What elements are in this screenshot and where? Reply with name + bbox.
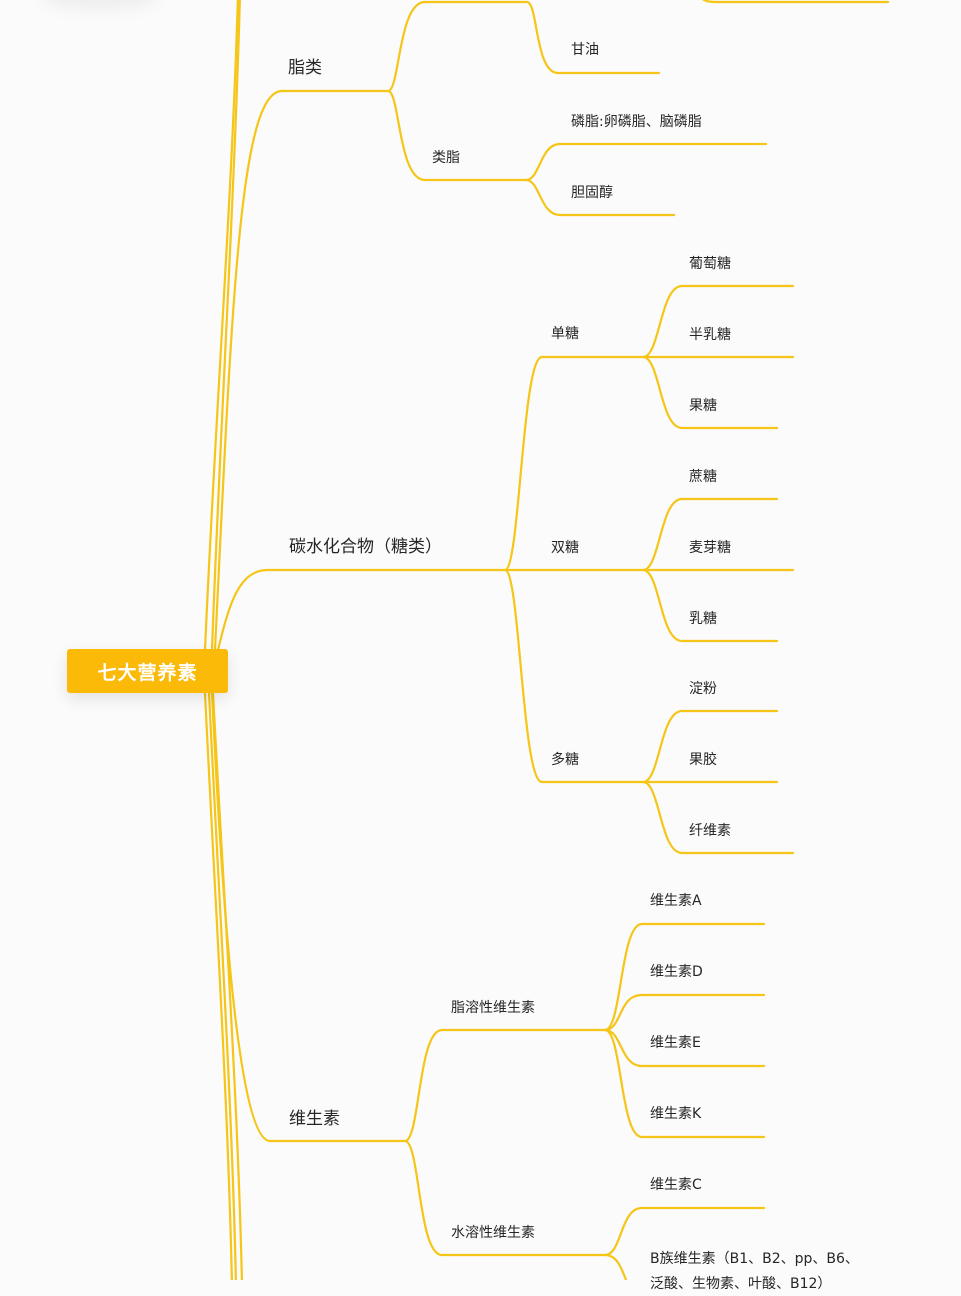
node-starch[interactable]: 淀粉 [689,681,717,698]
node-polysaccharide-label: 多糖 [551,752,579,768]
node-glycerol-label: 甘油 [571,42,599,58]
node-vitamin-k[interactable]: 维生素K [650,1106,701,1123]
node-vitamins[interactable]: 维生素 [289,1109,340,1129]
node-cholesterol-label: 胆固醇 [571,185,613,201]
node-vitamin-a[interactable]: 维生素A [650,893,702,910]
node-starch-label: 淀粉 [689,681,717,697]
link-root-carbs [218,570,505,650]
link-mono-fructose [643,357,777,428]
node-glucose-label: 葡萄糖 [689,256,731,272]
node-monosaccharide-label: 单糖 [551,326,579,342]
node-pectin-label: 果胶 [689,752,717,768]
node-carbs[interactable]: 碳水化合物（糖类） [289,537,442,557]
node-vitamin-b-group[interactable]: B族维生素（B1、B2、pp、B6、 泛酸、生物素、叶酸、B12） [650,1247,859,1296]
node-lactose[interactable]: 乳糖 [689,611,717,628]
node-water-soluble-vitamins-label: 水溶性维生素 [451,1225,535,1241]
link-mono-glucose [643,286,793,357]
link-root-vitamins [212,693,405,1141]
node-maltose-label: 麦芽糖 [689,540,731,556]
node-fructose-label: 果糖 [689,398,717,414]
link-carbs-poly [505,570,643,782]
node-vitamin-a-label: 维生素A [650,893,702,909]
link-fat-top [388,2,526,91]
link-offscreen-top-right [700,0,888,2]
node-lipoid-label: 类脂 [432,150,460,166]
node-disaccharide-label: 双糖 [551,540,579,556]
node-fat-soluble-vitamins-label: 脂溶性维生素 [451,1000,535,1016]
link-root-fat [215,91,388,650]
link-poly-cellulose [643,782,793,853]
node-polysaccharide[interactable]: 多糖 [551,752,579,769]
node-vitamin-c-label: 维生素C [650,1177,702,1193]
node-phospholipid[interactable]: 磷脂:卵磷脂、脑磷脂 [571,114,702,131]
root-node[interactable]: 七大营养素 [67,649,228,693]
link-di-sucrose [643,499,777,570]
link-vit-fatsol [405,1030,605,1141]
link-di-lactose [643,570,777,641]
link-fatsol-d [605,995,764,1030]
node-cellulose-label: 纤维素 [689,823,731,839]
node-vitamin-e-label: 维生素E [650,1035,701,1051]
node-vitamin-d[interactable]: 维生素D [650,964,703,981]
node-fat[interactable]: 脂类 [288,58,322,78]
node-vitamin-k-label: 维生素K [650,1106,701,1122]
node-disaccharide[interactable]: 双糖 [551,540,579,557]
node-glycerol[interactable]: 甘油 [571,42,599,59]
node-fat-label: 脂类 [288,58,322,78]
link-fat-glycerol [527,2,659,73]
node-pectin[interactable]: 果胶 [689,752,717,769]
node-sucrose-label: 蔗糖 [689,469,717,485]
node-lipoid[interactable]: 类脂 [432,150,460,167]
link-lipoid-phospholipid [526,144,766,180]
node-cholesterol[interactable]: 胆固醇 [571,185,613,202]
node-maltose[interactable]: 麦芽糖 [689,540,731,557]
node-lactose-label: 乳糖 [689,611,717,627]
node-vitamins-label: 维生素 [289,1109,340,1129]
node-cellulose[interactable]: 纤维素 [689,823,731,840]
link-watersol-b [605,1255,628,1280]
node-galactose[interactable]: 半乳糖 [689,327,731,344]
node-vitamin-b-group-line2: 泛酸、生物素、叶酸、B12） [650,1272,859,1296]
node-carbs-label: 碳水化合物（糖类） [289,537,442,557]
node-phospholipid-label: 磷脂:卵磷脂、脑磷脂 [571,114,702,130]
link-carbs-mono [505,357,643,570]
node-galactose-label: 半乳糖 [689,327,731,343]
node-sucrose[interactable]: 蔗糖 [689,469,717,486]
root-node-label: 七大营养素 [97,658,197,685]
node-fructose[interactable]: 果糖 [689,398,717,415]
node-vitamin-d-label: 维生素D [650,964,703,980]
link-poly-starch [643,711,777,782]
node-monosaccharide[interactable]: 单糖 [551,326,579,343]
node-glucose[interactable]: 葡萄糖 [689,256,731,273]
trunk-up-2 [212,0,240,650]
node-vitamin-b-group-line1: B族维生素（B1、B2、pp、B6、 [650,1247,859,1272]
node-fat-soluble-vitamins[interactable]: 脂溶性维生素 [451,1000,535,1017]
node-vitamin-e[interactable]: 维生素E [650,1035,701,1052]
node-vitamin-c[interactable]: 维生素C [650,1177,702,1194]
node-water-soluble-vitamins[interactable]: 水溶性维生素 [451,1225,535,1242]
